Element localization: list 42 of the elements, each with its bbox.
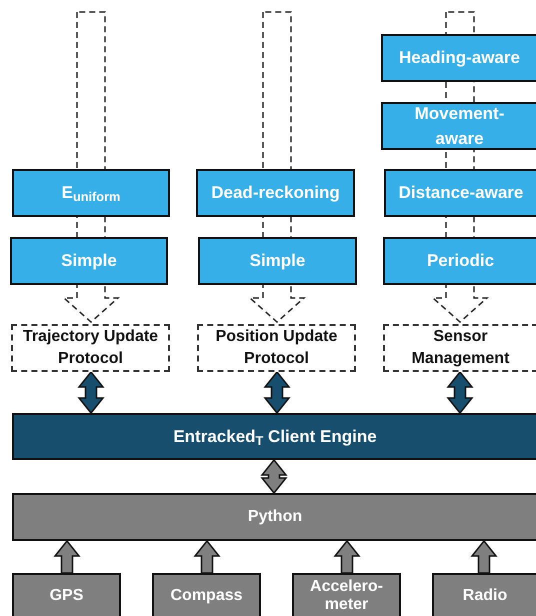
block-arrow <box>470 540 498 574</box>
strategy-box <box>381 34 536 82</box>
block-arrow <box>193 540 221 574</box>
node-label: Distance-aware <box>398 182 524 204</box>
node-label: Entracked$_{T}$ Client Engine <box>173 426 377 450</box>
layer-box <box>432 573 536 616</box>
strategy-box <box>10 237 168 285</box>
node-label: Position Update Protocol <box>214 327 338 369</box>
block-arrow <box>263 370 291 414</box>
block-arrow <box>446 370 474 414</box>
block-arrow <box>53 540 81 574</box>
module-box <box>11 324 170 372</box>
block-arrow <box>260 458 288 494</box>
node-label: Movement-aware <box>414 102 506 150</box>
engine-bar <box>12 413 536 460</box>
layer-box <box>12 573 121 616</box>
node-label: Radio <box>462 587 508 605</box>
layer-box <box>152 573 261 616</box>
node-label: Trajectory Update Protocol <box>22 327 160 369</box>
strategy-box <box>198 237 357 285</box>
layer-box <box>292 573 401 616</box>
node-label: Accelero-meter <box>309 578 384 614</box>
strategy-box <box>381 102 536 150</box>
block-arrow <box>333 540 361 574</box>
block-arrow <box>77 370 105 414</box>
node-label: Heading-aware <box>399 47 520 70</box>
strategy-box <box>383 237 536 285</box>
strategy-box <box>12 169 170 217</box>
node-label: GPS <box>50 587 84 605</box>
module-box <box>197 324 356 372</box>
layer-box <box>12 493 536 541</box>
strategy-box <box>384 169 536 217</box>
node-label: Dead-reckoning <box>211 182 340 204</box>
node-label: Python <box>248 508 302 526</box>
node-label: E$_{uniform}$ <box>62 182 120 206</box>
node-label: Periodic <box>426 250 494 272</box>
node-label: Simple <box>250 250 306 272</box>
node-label: Compass <box>170 587 243 605</box>
strategy-box <box>196 169 355 217</box>
node-label: Simple <box>61 250 117 272</box>
module-box <box>383 324 536 372</box>
node-label: Sensor Management <box>410 327 510 369</box>
